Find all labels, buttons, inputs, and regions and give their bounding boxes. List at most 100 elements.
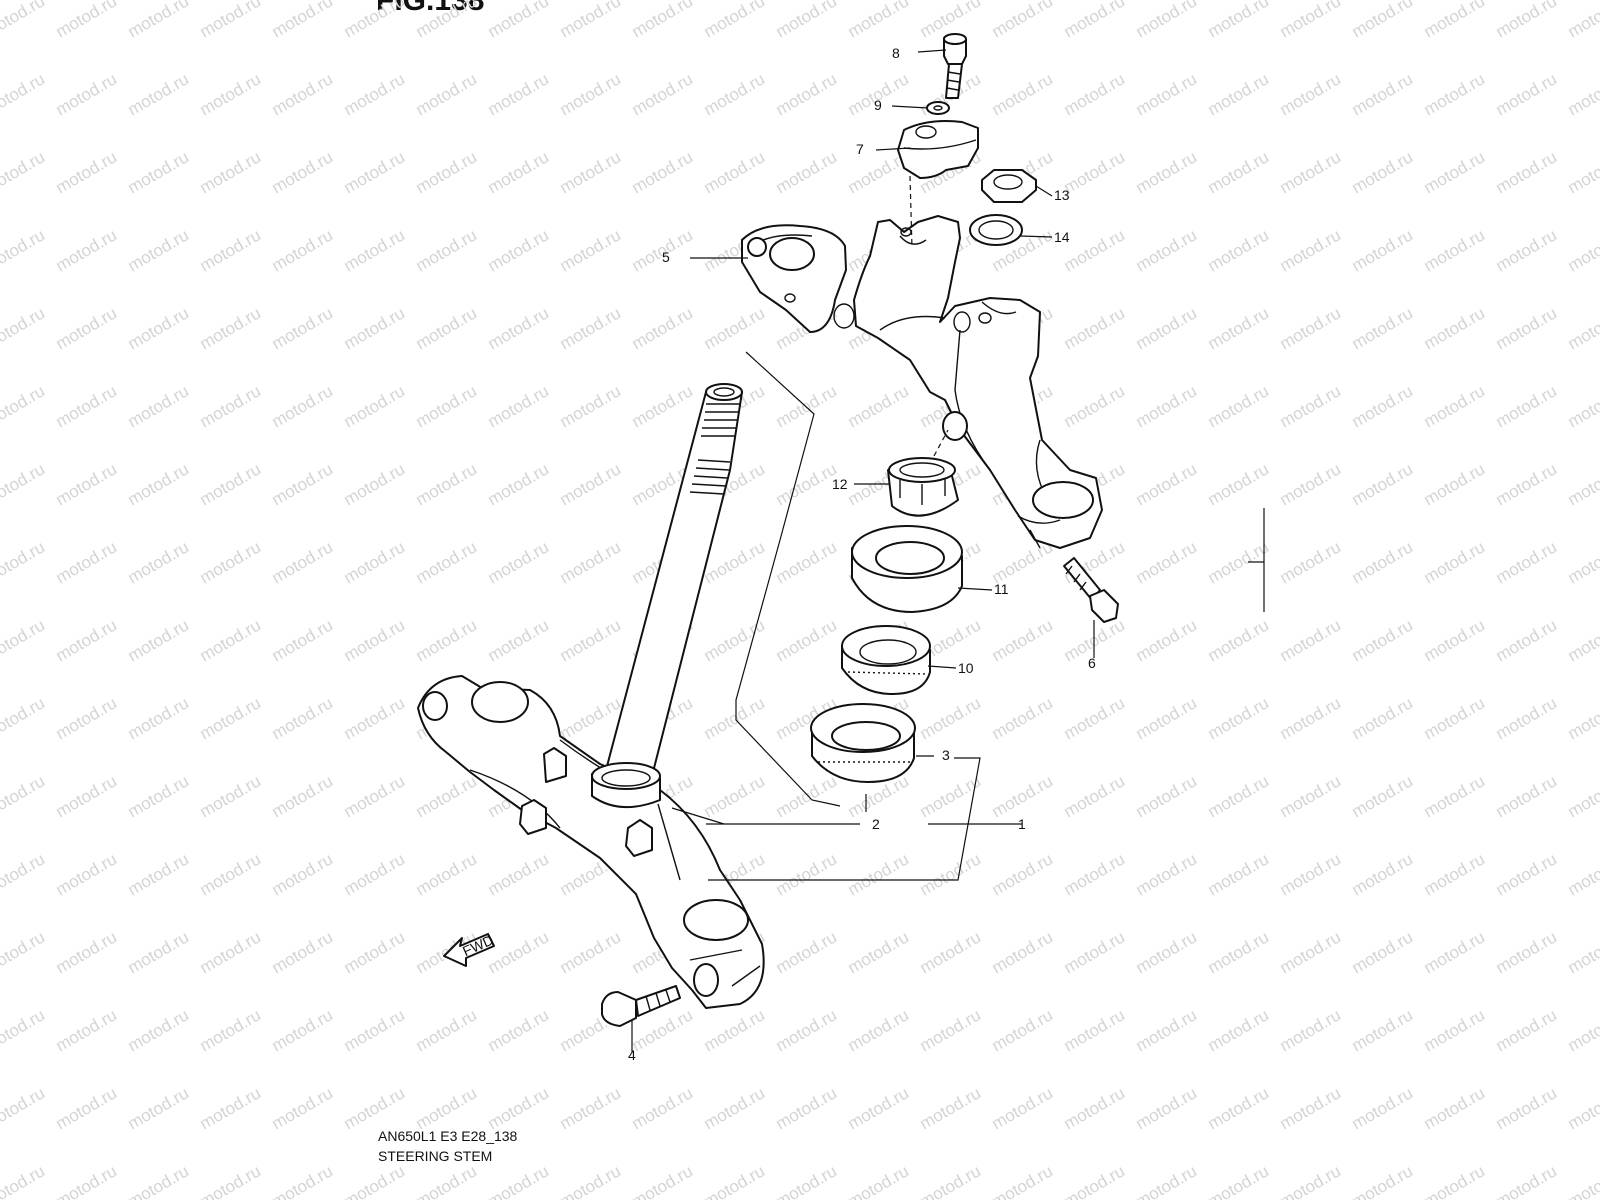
watermark-text: motod.ru: [989, 615, 1057, 665]
watermark-text: motod.ru: [1205, 1005, 1273, 1055]
watermark-text: motod.ru: [0, 225, 48, 275]
watermark-text: motod.ru: [917, 849, 985, 899]
watermark-text: motod.ru: [0, 927, 48, 977]
stem-nut: [981, 169, 1037, 203]
watermark-text: motod.ru: [1493, 693, 1561, 743]
watermark-text: motod.ru: [0, 0, 48, 41]
watermark-text: motod.ru: [701, 303, 769, 353]
watermark-text: motod.ru: [557, 1161, 625, 1200]
watermark-text: motod.ru: [269, 849, 337, 899]
watermark-text: motod.ru: [1421, 0, 1489, 41]
watermark-text: motod.ru: [269, 1005, 337, 1055]
watermark-text: motod.ru: [485, 615, 553, 665]
watermark-text: motod.ru: [53, 225, 121, 275]
callout-11: 11: [994, 581, 1009, 597]
watermark-text: motod.ru: [0, 693, 48, 743]
watermark-text: motod.ru: [53, 69, 121, 119]
watermark-text: motod.ru: [269, 1161, 337, 1200]
callout-13: 13: [1054, 187, 1070, 203]
watermark-text: motod.ru: [1565, 0, 1600, 41]
watermark-text: motod.ru: [269, 381, 337, 431]
watermark-text: motod.ru: [1061, 849, 1129, 899]
watermark-text: motod.ru: [557, 147, 625, 197]
watermark-text: motod.ru: [773, 927, 841, 977]
watermark-text: motod.ru: [1421, 69, 1489, 119]
watermark-text: motod.ru: [125, 615, 193, 665]
watermark-text: motod.ru: [629, 381, 697, 431]
watermark-text: motod.ru: [341, 1083, 409, 1133]
watermark-text: motod.ru: [53, 1083, 121, 1133]
watermark-text: motod.ru: [413, 381, 481, 431]
watermark-text: motod.ru: [197, 147, 265, 197]
watermark-text: motod.ru: [1277, 537, 1345, 587]
bracket-bolt-upper: [1063, 557, 1119, 623]
watermark-text: motod.ru: [773, 615, 841, 665]
watermark-text: motod.ru: [1133, 537, 1201, 587]
watermark-text: motod.ru: [1205, 927, 1273, 977]
watermark-text: motod.ru: [989, 693, 1057, 743]
figure-name: STEERING STEM: [378, 1148, 493, 1164]
watermark-text: motod.ru: [1493, 1161, 1561, 1200]
watermark-text: motod.ru: [773, 537, 841, 587]
watermark-text: motod.ru: [0, 771, 48, 821]
watermark-text: motod.ru: [1277, 771, 1345, 821]
leader-lines: [631, 49, 1095, 1052]
watermark-text: motod.ru: [1349, 0, 1417, 41]
watermark-text: motod.ru: [1133, 1161, 1201, 1200]
watermark-text: motod.ru: [1493, 0, 1561, 41]
watermark-text: motod.ru: [341, 69, 409, 119]
callout-labels: 1 2 3 4 5 6 7 8 9 10 11 12 13 14: [628, 45, 1096, 1063]
watermark-text: motod.ru: [1493, 537, 1561, 587]
watermark-text: motod.ru: [917, 693, 985, 743]
watermark-text: motod.ru: [989, 69, 1057, 119]
watermark-text: motod.ru: [0, 615, 48, 665]
watermark-text: motod.ru: [1277, 615, 1345, 665]
watermark-text: motod.ru: [197, 459, 265, 509]
watermark-text: motod.ru: [1349, 303, 1417, 353]
callout-12: 12: [832, 476, 848, 492]
dust-seal: [851, 525, 963, 613]
watermark-text: motod.ru: [1133, 927, 1201, 977]
watermark-text: motod.ru: [341, 849, 409, 899]
watermark-text: motod.ru: [197, 927, 265, 977]
watermark-text: motod.ru: [701, 0, 769, 41]
watermark-text: motod.ru: [1277, 849, 1345, 899]
watermark-text: motod.ru: [341, 927, 409, 977]
watermark-text: motod.ru: [1205, 147, 1273, 197]
watermark-text: motod.ru: [1205, 693, 1273, 743]
watermark-text: motod.ru: [485, 147, 553, 197]
watermark-text: motod.ru: [1133, 1005, 1201, 1055]
watermark-text: motod.ru: [701, 1083, 769, 1133]
watermark-text: motod.ru: [1277, 459, 1345, 509]
watermark-text: motod.ru: [1205, 849, 1273, 899]
watermark-text: motod.ru: [1421, 693, 1489, 743]
watermark-text: motod.ru: [701, 771, 769, 821]
watermark-text: motod.ru: [557, 303, 625, 353]
callout-3: 3: [942, 747, 950, 763]
watermark-text: motod.ru: [773, 771, 841, 821]
watermark-text: motod.ru: [1493, 381, 1561, 431]
watermark-text: motod.ru: [629, 69, 697, 119]
watermark-text: motod.ru: [1493, 69, 1561, 119]
watermark-text: motod.ru: [1133, 693, 1201, 743]
watermark-text: motod.ru: [1061, 771, 1129, 821]
watermark-text: motod.ru: [629, 1083, 697, 1133]
watermark-text: motod.ru: [1061, 0, 1129, 41]
watermark-text: motod.ru: [557, 459, 625, 509]
watermark-text: motod.ru: [773, 1161, 841, 1200]
watermark-text: motod.ru: [0, 1161, 48, 1200]
watermark-text: motod.ru: [701, 69, 769, 119]
watermark-text: motod.ru: [1349, 381, 1417, 431]
watermark-text: motod.ru: [0, 1083, 48, 1133]
watermark-text: motod.ru: [341, 459, 409, 509]
assembly-brackets: [706, 351, 1265, 881]
watermark-text: motod.ru: [1421, 537, 1489, 587]
watermark-text: motod.ru: [485, 1083, 553, 1133]
watermark-text: motod.ru: [1205, 615, 1273, 665]
watermark-text: motod.ru: [413, 537, 481, 587]
watermark-text: motod.ru: [989, 927, 1057, 977]
watermark-text: motod.ru: [413, 849, 481, 899]
watermark-text: motod.ru: [341, 693, 409, 743]
watermark-text: motod.ru: [53, 0, 121, 41]
watermark-text: motod.ru: [1133, 1083, 1201, 1133]
